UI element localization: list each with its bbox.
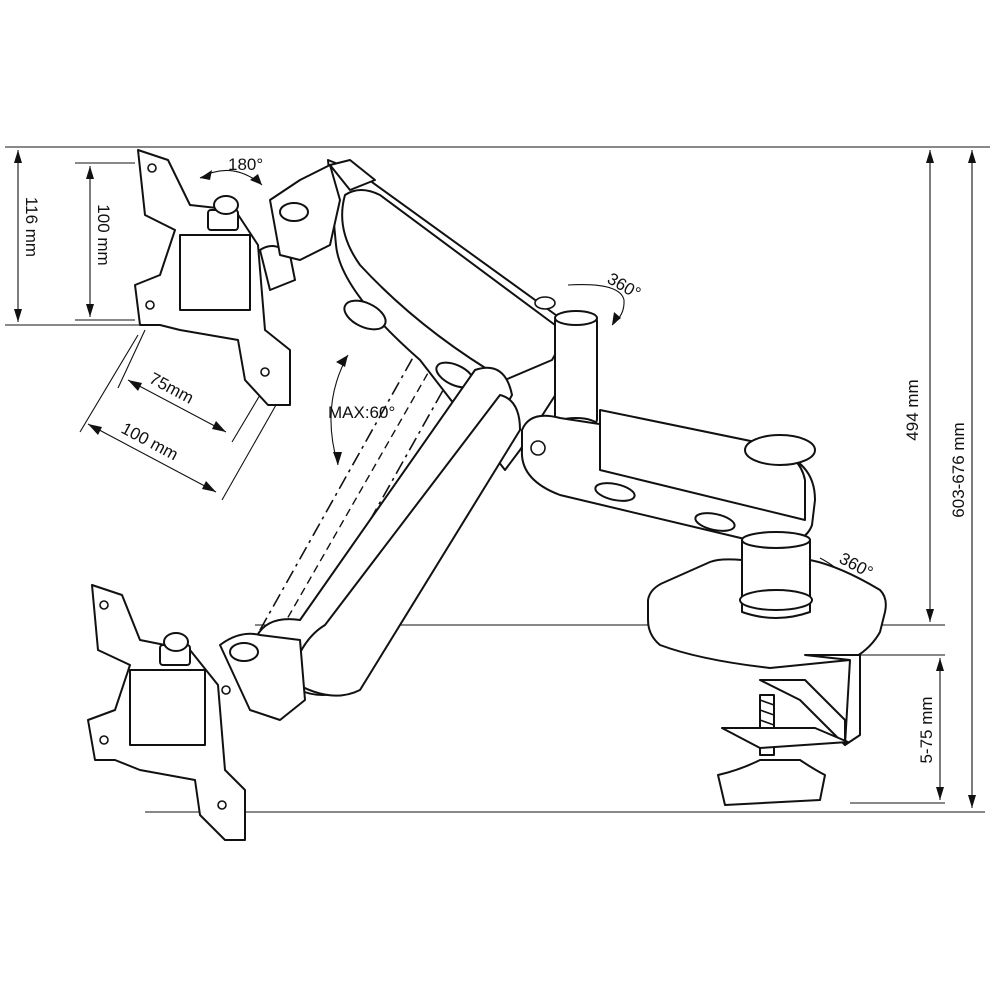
tilt-arrow <box>330 354 349 466</box>
dimension-116 <box>14 150 22 322</box>
label-603-676-mm: 603-676 mm <box>949 422 968 517</box>
upper-tilt-head <box>269 164 341 261</box>
label-100-mm-vertical: 100 mm <box>94 204 113 265</box>
lower-arm-solid <box>254 366 521 697</box>
label-360-deg-top: 360° <box>604 269 644 303</box>
dimension-100-diagonal <box>79 334 277 501</box>
dimension-75-diagonal <box>117 329 261 443</box>
elbow-joint <box>554 310 598 433</box>
base-plate <box>647 558 887 669</box>
rotation-arrow-360-top <box>567 284 625 326</box>
desk-clamp <box>717 654 861 806</box>
label-100-mm-horizontal: 100 mm <box>118 419 181 465</box>
lower-tilt-head <box>219 632 306 721</box>
upper-vesa-plate <box>134 149 296 406</box>
label-max-60-deg: MAX:60° <box>328 403 395 422</box>
label-75-mm: 75mm <box>146 369 197 408</box>
pole <box>741 531 811 626</box>
rotation-arrow-180 <box>199 169 263 186</box>
dimension-100-vertical <box>86 166 94 317</box>
dimension-5-75 <box>936 658 944 800</box>
dimension-494 <box>926 150 934 622</box>
label-5-75-mm: 5-75 mm <box>917 696 936 763</box>
label-116-mm: 116 mm <box>22 197 41 257</box>
dimension-603-676 <box>968 150 976 808</box>
label-494-mm: 494 mm <box>903 379 922 440</box>
forearm <box>520 409 816 546</box>
label-180-deg: 180° <box>228 155 263 174</box>
lower-vesa-plate <box>87 584 246 841</box>
